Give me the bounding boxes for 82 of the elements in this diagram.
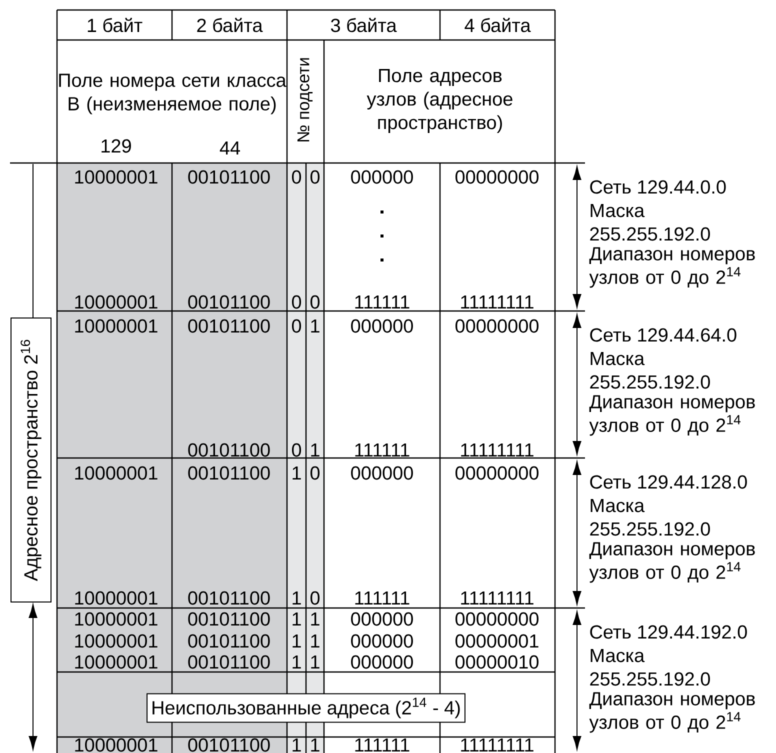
network-note: Диапазон номеров узлов от 0 до 2$^{14}$: [589, 247, 755, 288]
network-note: Маска: [590, 352, 645, 366]
subnet-bit: 1: [311, 612, 320, 626]
network-note: Диапазон номеров узлов от 0 до 2$^{14}$: [589, 542, 755, 583]
octet-value: 00000001: [456, 634, 538, 648]
octet-value: 11111111: [461, 443, 534, 457]
octet-value: 00101100: [188, 466, 270, 480]
subnet-bit: 1: [311, 655, 320, 669]
subnet-bit: 1: [292, 612, 301, 626]
octet-number: 44: [220, 141, 240, 155]
octet-value: 11111111: [461, 591, 534, 605]
subnet-bit: 0: [292, 443, 302, 457]
subnet-bit: 1: [292, 655, 301, 669]
octet-value: 00101100: [188, 591, 270, 605]
octet-value: 10000001: [75, 170, 158, 184]
octet-value: 00000000: [456, 466, 539, 480]
octet-value: 00101100: [188, 612, 270, 626]
octet-value: 10000001: [75, 295, 158, 309]
octet-value: 00101100: [188, 319, 270, 333]
octet-value: 000000: [351, 466, 413, 480]
axis-label-box: Адресное пространство 2$^{16}$: [10, 318, 52, 602]
octet-value: 111111: [355, 443, 410, 457]
octet-value: 00101100: [188, 443, 270, 457]
column-heading: 1 байт: [88, 18, 142, 32]
network-note: Диапазон номеров узлов от 0 до 2$^{14}$: [589, 692, 755, 733]
octet-value: 11111111: [461, 738, 534, 752]
octet-value: 10000001: [75, 319, 158, 333]
network-note: Сеть 129.44.0.0: [590, 180, 726, 194]
network-note: Маска: [590, 498, 645, 512]
network-note: Сеть 129.44.192.0: [590, 625, 747, 639]
subnet-bit: 1: [311, 443, 320, 457]
octet-value: 00000000: [456, 170, 539, 184]
network-note: Маска: [590, 648, 645, 662]
subnet-bit: 1: [311, 319, 320, 333]
octet-value: 00101100: [188, 655, 270, 669]
network-note: 255.255.192.0: [590, 375, 710, 389]
subnet-bit: 0: [292, 295, 302, 309]
octet-value: 10000001: [75, 655, 158, 669]
octet-value: 000000: [351, 655, 413, 669]
subnet-bit: 1: [292, 466, 301, 480]
octet-value: 10000001: [75, 634, 158, 648]
octet-value: 111111: [355, 591, 410, 605]
subnet-bit: 1: [292, 591, 301, 605]
octet-value: 00101100: [188, 634, 270, 648]
octet-value: 10000001: [75, 591, 158, 605]
network-note: 255.255.192.0: [590, 672, 710, 686]
network-note: Маска: [590, 204, 645, 218]
subnet-bit: 1: [292, 634, 301, 648]
octet-value: 00101100: [188, 295, 270, 309]
octet-value: 000000: [351, 634, 413, 648]
network-note: Сеть 129.44.128.0: [590, 475, 747, 489]
subnet-bit: 1: [311, 634, 320, 648]
octet-value: 000000: [351, 170, 413, 184]
octet-value: 10000001: [75, 612, 158, 626]
octet-value: 000000: [351, 612, 413, 626]
network-note: Диапазон номеров узлов от 0 до 2$^{14}$: [589, 395, 755, 436]
octet-value: 00000000: [456, 612, 539, 626]
column-heading: 3 байта: [330, 18, 397, 32]
subnet-bit: 0: [310, 591, 320, 605]
column-heading: 2 байта: [197, 18, 263, 32]
field-heading: № подсети: [297, 58, 313, 142]
subnet-bit: 0: [310, 295, 320, 309]
field-heading: Поле номера сети класса B (неизменяемое поле): [59, 74, 286, 114]
octet-value: 00000000: [456, 319, 539, 333]
label-box: Неиспользованные адреса (2$^{14}$ - 4): [146, 693, 466, 723]
subnet-bit: 0: [292, 170, 302, 184]
field-heading: Поле адресов узлов (адресное пространство): [366, 68, 512, 133]
subnet-bit: 0: [310, 170, 320, 184]
column-heading: 4 байта: [464, 18, 531, 32]
subnet-bit: 0: [292, 319, 302, 333]
octet-value: 00101100: [188, 170, 270, 184]
subnet-bit: 0: [310, 466, 320, 480]
octet-value: 10000001: [75, 738, 158, 752]
network-note: 255.255.192.0: [590, 227, 710, 241]
octet-value: 11111111: [461, 295, 534, 309]
octet-value: 10000001: [75, 466, 158, 480]
network-note: Сеть 129.44.64.0: [590, 328, 736, 342]
network-note: 255.255.192.0: [590, 522, 710, 536]
octet-value: 000000: [351, 319, 413, 333]
octet-value: 00000010: [456, 655, 539, 669]
octet-value: 111111: [355, 295, 410, 309]
octet-number: 129: [102, 139, 131, 153]
